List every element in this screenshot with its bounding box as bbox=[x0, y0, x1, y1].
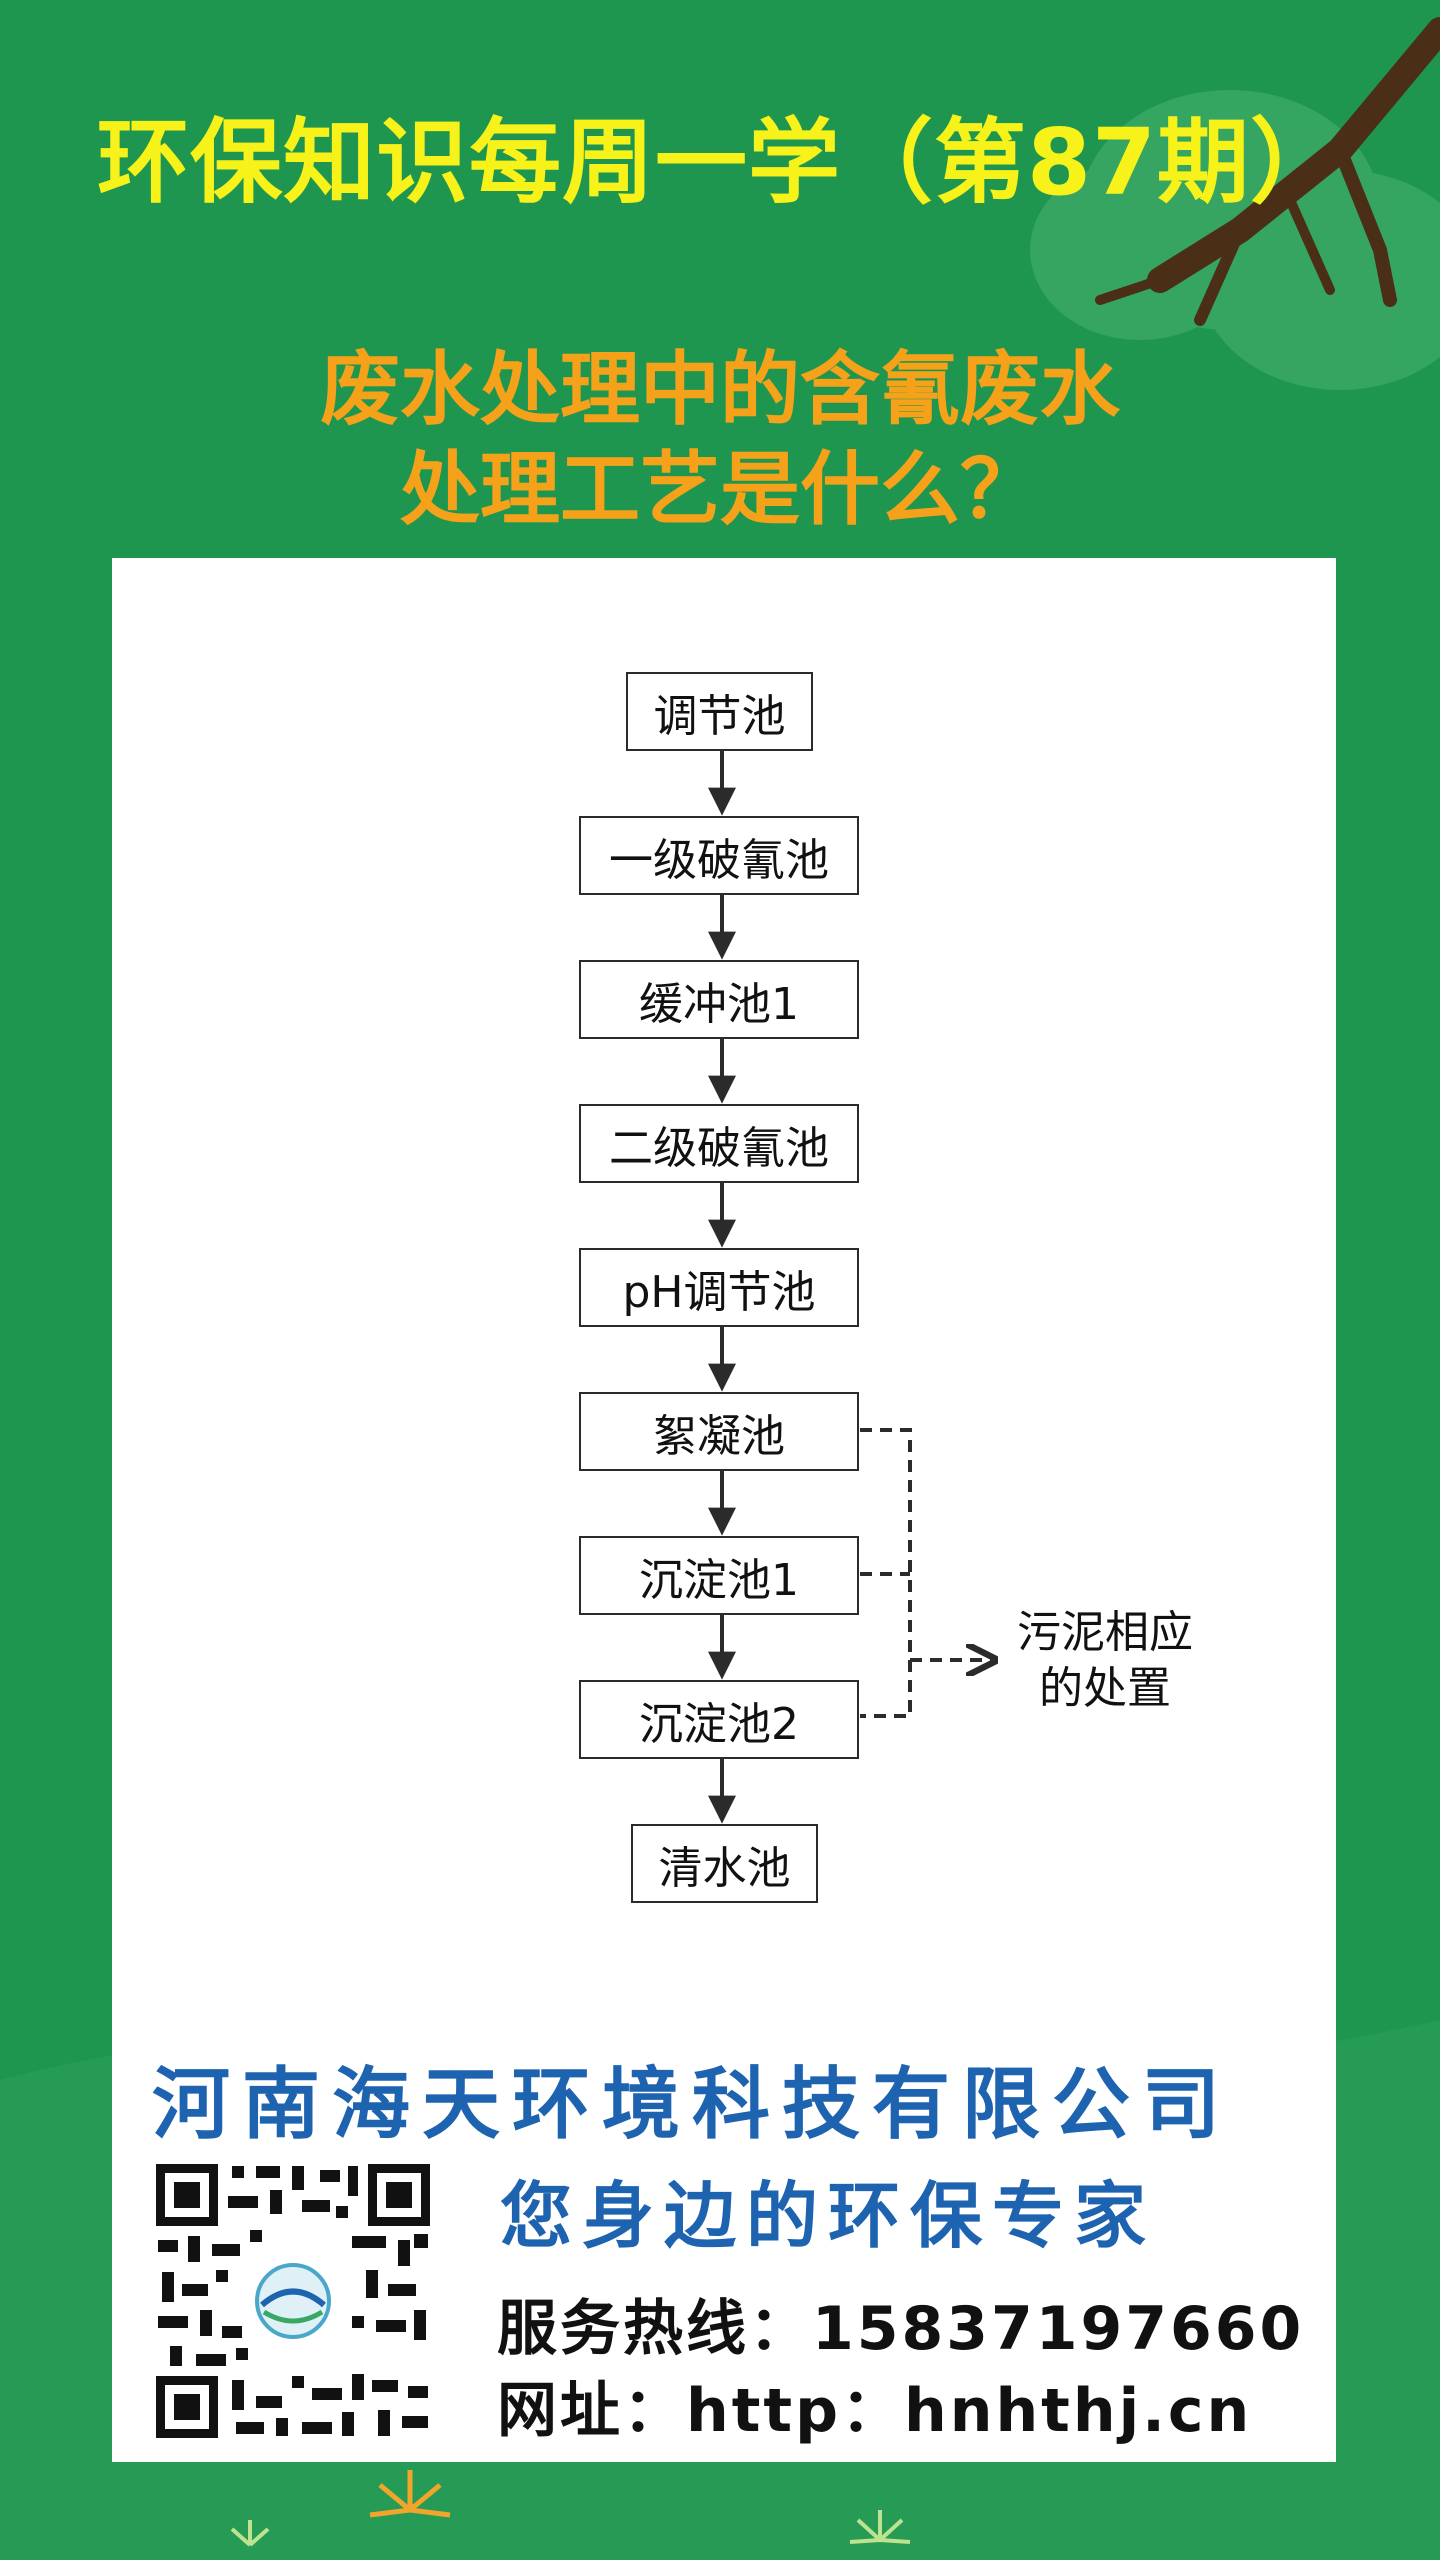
flow-step-7: 沉淀池1 bbox=[579, 1536, 859, 1615]
website-address: 网址：http：hnhthj.cn bbox=[497, 2376, 1253, 2446]
question-line-1: 废水处理中的含氰废水 bbox=[320, 343, 1120, 436]
sludge-dashed-line bbox=[860, 1428, 912, 1718]
flow-step-2: 一级破氰池 bbox=[579, 816, 859, 895]
qr-code[interactable] bbox=[152, 2160, 434, 2442]
question-line-2: 处理工艺是什么？ bbox=[400, 443, 1040, 536]
company-name: 河南海天环境科技有限公司 bbox=[152, 2060, 1233, 2150]
flow-step-4: 二级破氰池 bbox=[579, 1104, 859, 1183]
flow-step-8: 沉淀池2 bbox=[579, 1680, 859, 1759]
flow-step-5: pH调节池 bbox=[579, 1248, 859, 1327]
starburst-decoration bbox=[369, 2470, 451, 2518]
starburst-decoration bbox=[230, 2510, 911, 2547]
service-hotline: 服务热线：15837197660 bbox=[497, 2294, 1305, 2364]
sludge-label-line-1: 污泥相应 bbox=[1017, 1607, 1193, 1658]
flow-step-3: 缓冲池1 bbox=[579, 960, 859, 1039]
flow-step-9: 清水池 bbox=[631, 1824, 818, 1903]
sludge-label-line-2: 的处置 bbox=[1039, 1663, 1171, 1714]
company-slogan: 您身边的环保专家 bbox=[500, 2174, 1157, 2258]
flow-step-1: 调节池 bbox=[626, 672, 813, 751]
flow-step-6: 絮凝池 bbox=[579, 1392, 859, 1471]
branch-decoration bbox=[1095, 17, 1440, 326]
issue-title: 环保知识每周一学（第87期） bbox=[96, 109, 1344, 216]
sludge-disposal-label: 污泥相应 的处置 bbox=[995, 1605, 1215, 1717]
